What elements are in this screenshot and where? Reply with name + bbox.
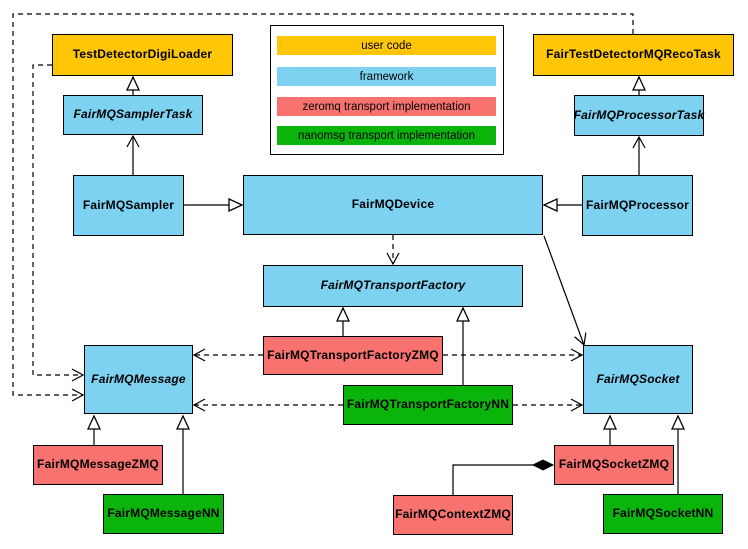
legend-item-framework: framework	[277, 67, 496, 86]
node-fairmqsocketzmq: FairMQSocketZMQ	[554, 445, 674, 485]
legend-item-user-code: user code	[277, 36, 496, 55]
legend-label: zeromq transport implementation	[302, 100, 471, 113]
node-label: FairMQSocketZMQ	[558, 457, 670, 472]
node-fairmqmessagenn: FairMQMessageNN	[103, 494, 224, 534]
node-fairmqtransportfactoryzmq: FairMQTransportFactoryZMQ	[263, 336, 443, 375]
node-label: FairMQMessageNN	[107, 506, 220, 521]
node-label: FairMQDevice	[351, 197, 435, 212]
node-fairmqmessage: FairMQMessage	[84, 345, 193, 414]
legend-label: nanomsg transport implementation	[297, 129, 476, 142]
node-label: FairMQSamplerTask	[73, 107, 193, 122]
node-label: FairTestDetectorMQRecoTask	[546, 47, 721, 62]
legend-item-nanomsg: nanomsg transport implementation	[277, 126, 496, 145]
node-label: FairMQSampler	[82, 197, 175, 212]
node-fairtestdetectormqrecotask: FairTestDetectorMQRecoTask	[533, 34, 734, 76]
node-fairmqprocessor: FairMQProcessor	[582, 175, 693, 236]
legend-item-zeromq: zeromq transport implementation	[277, 97, 496, 116]
node-label: FairMQTransportFactoryNN	[346, 397, 510, 412]
node-label: FairMQSocketNN	[612, 506, 714, 521]
node-label: FairMQProcessorTask	[573, 107, 705, 122]
node-label: FairMQTransportFactoryZMQ	[267, 347, 439, 362]
node-fairmqtransportfactorynn: FairMQTransportFactoryNN	[343, 385, 513, 425]
node-label: TestDetectorDigiLoader	[72, 47, 213, 62]
edge-device-uses-socket	[543, 235, 587, 347]
node-fairmqcontextzmq: FairMQContextZMQ	[393, 495, 513, 535]
node-fairmqsocket: FairMQSocket	[583, 345, 693, 414]
edge-recotask-depends-message	[12, 13, 634, 402]
node-fairmqsamplertask: FairMQSamplerTask	[63, 95, 203, 135]
node-label: FairMQMessageZMQ	[37, 457, 159, 472]
node-testdetectordigiloader: TestDetectorDigiLoader	[52, 34, 233, 76]
edge-contextzmq-composed-socketzmq	[452, 465, 553, 495]
legend-box: user code framework zeromq transport imp…	[270, 25, 504, 155]
node-label: FairMQProcessor	[585, 197, 690, 212]
node-label: FairMQMessage	[91, 371, 186, 386]
node-fairmqprocessortask: FairMQProcessorTask	[574, 95, 704, 136]
legend-label: user code	[361, 39, 412, 52]
node-fairmqsocketnn: FairMQSocketNN	[603, 494, 723, 534]
edge-digiloader-depends-message	[32, 64, 85, 382]
node-fairmqsampler: FairMQSampler	[73, 175, 184, 236]
legend-label: framework	[359, 70, 414, 83]
node-label: FairMQTransportFactory	[320, 278, 466, 293]
node-fairmqmessagezmq: FairMQMessageZMQ	[33, 445, 163, 485]
node-fairmqdevice: FairMQDevice	[243, 175, 543, 235]
node-label: FairMQContextZMQ	[395, 507, 511, 522]
node-fairmqtransportfactory: FairMQTransportFactory	[263, 265, 523, 307]
node-label: FairMQSocket	[596, 371, 680, 386]
